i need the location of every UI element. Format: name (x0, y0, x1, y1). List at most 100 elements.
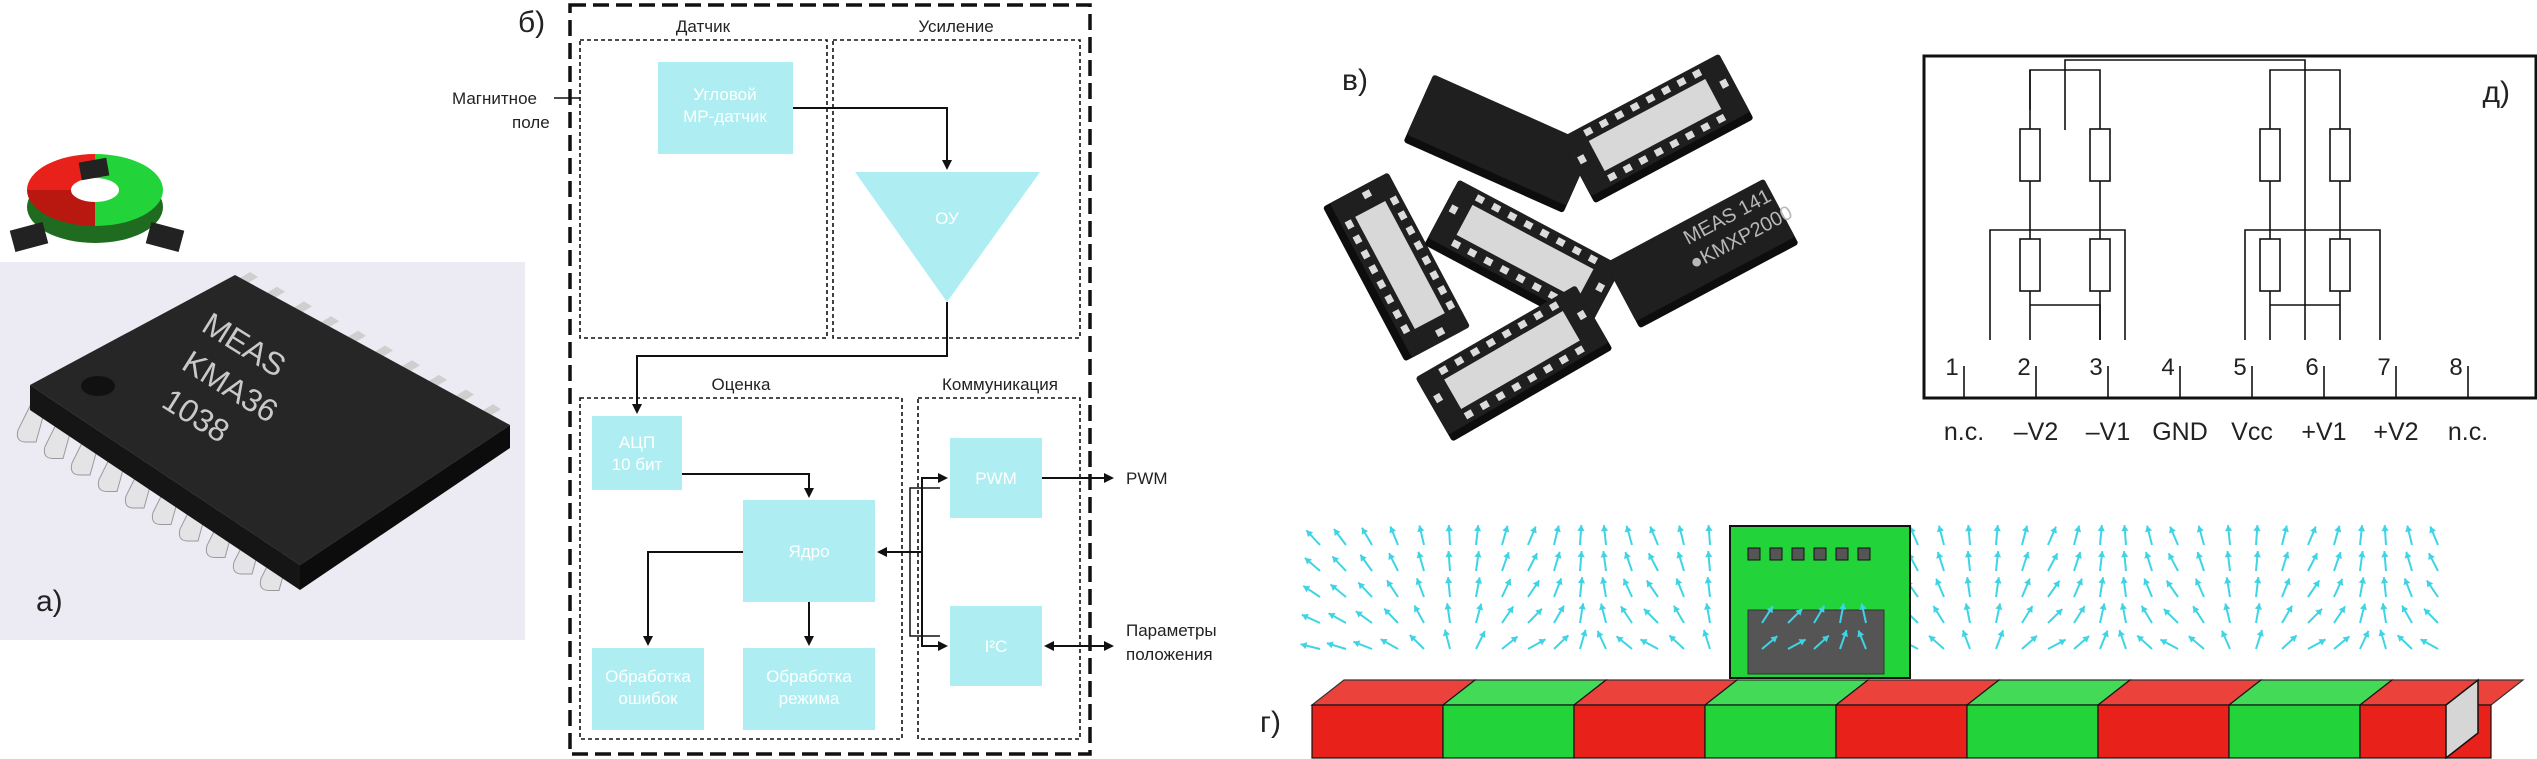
pin-number: 6 (2305, 354, 2318, 381)
err-l1: Обработка (605, 667, 691, 686)
field-arrow-head (1503, 552, 1511, 560)
field-arrow-head (1445, 551, 1453, 558)
field-arrow-head (1303, 585, 1311, 593)
chip-pad (1507, 211, 1518, 222)
chip-pad (1660, 85, 1672, 96)
chip-pin-top (429, 374, 447, 386)
field-arrow-head (1531, 553, 1538, 561)
field-arrow-head (1965, 525, 1973, 532)
pin-name: n.c. (1944, 418, 1984, 446)
field-arrow-head (1705, 525, 1713, 532)
field-arrow-head (1704, 603, 1712, 610)
field-arrow-head (1530, 526, 1537, 534)
section-amp-box (832, 39, 1081, 339)
field-arrow-head (1577, 551, 1585, 558)
field-arrow-head (1361, 527, 1369, 535)
field-arrow-head (1669, 635, 1677, 643)
field-arrow-head (2253, 525, 2261, 532)
field-arrow-head (2076, 578, 2083, 586)
panel-b: б) Магнитное поле Датчик Усиление Оценка… (440, 0, 1270, 759)
field-arrow-head (1624, 525, 1632, 533)
field-arrow-head (2050, 526, 2057, 534)
field-arrow-head (1646, 580, 1654, 588)
field-arrow-head (1561, 635, 1569, 642)
field-arrow-head (2254, 603, 2262, 610)
chip-pad (1719, 78, 1730, 89)
chip-pad (1469, 346, 1481, 357)
field-arrow-head (2289, 635, 2297, 643)
wire-bus-pwm-b (909, 487, 940, 552)
field-arrow-head (2082, 635, 2090, 643)
pin-name: –V1 (2086, 418, 2130, 446)
chip-pad (1622, 163, 1633, 174)
mode-l2: режима (779, 689, 840, 708)
adc-l1: АЦП (619, 433, 655, 452)
chip-pad (1400, 323, 1411, 335)
chip-pad (1653, 146, 1665, 157)
input-label-l2: поле (512, 113, 550, 132)
chip-pad (1397, 210, 1408, 221)
field-arrow-head (1620, 606, 1628, 614)
field-arrow-head (2426, 580, 2434, 588)
field-arrow-head (2144, 551, 2152, 559)
chip-pad (1700, 122, 1711, 133)
field-arrow-head (1964, 577, 1972, 584)
chip-pad (1368, 264, 1379, 275)
field-arrow-head (2380, 577, 2389, 584)
chip-pad (1645, 93, 1656, 104)
pin-name: GND (2152, 418, 2208, 446)
field-arrow-head (1554, 551, 1562, 559)
circuit-wire (2064, 59, 2306, 70)
field-arrow-head (2357, 525, 2366, 532)
field-arrow-head (1770, 636, 1778, 643)
field-arrow-head (1993, 525, 2001, 532)
field-arrow-head (2424, 608, 2431, 616)
field-arrow-head (1963, 603, 1971, 611)
field-arrow-head (2318, 639, 2326, 646)
field-arrow-head (2283, 578, 2291, 586)
section-eval-box (579, 397, 903, 740)
field-arrow-head (1624, 552, 1631, 559)
field-arrow-head (2195, 578, 2202, 586)
chip-body (1407, 75, 1593, 205)
field-arrow-head (1676, 551, 1684, 559)
field-arrow-head (2196, 552, 2203, 559)
opamp-text: ОУ (935, 209, 959, 228)
section-comm-box (917, 397, 1081, 740)
chip-pad (1483, 256, 1494, 267)
circuit-wire (2244, 229, 2270, 340)
board-pad (1857, 547, 1871, 561)
wire-bus-pwm (921, 473, 948, 552)
core-block (743, 500, 875, 602)
field-arrow-head (1415, 578, 1423, 586)
field-arrow-head (1994, 577, 2002, 584)
wire-sensor-opamp (793, 107, 952, 170)
field-arrow-head (1557, 605, 1565, 613)
field-arrow-head (2193, 606, 2200, 614)
section-sensor-title: Датчик (676, 17, 731, 36)
chip-pad (1384, 294, 1395, 305)
field-arrow-head (1360, 554, 1367, 562)
panel-a-graphic: MEAS KMA36 1038 (0, 154, 525, 640)
field-arrow-head (2022, 551, 2030, 559)
field-arrow-head (2058, 639, 2066, 646)
magnet-strip-graphic: г) (1260, 524, 2525, 759)
field-arrow-head (2336, 578, 2344, 586)
circuit-frame (1922, 54, 2537, 400)
field-arrow-head (1553, 525, 1561, 533)
field-arrow-head (2429, 526, 2436, 534)
chip-pad (1392, 308, 1403, 320)
adc-l2: 10 бит (612, 455, 663, 474)
pin-number: 7 (2377, 354, 2390, 381)
field-arrow-head (1596, 630, 1604, 638)
chip-pin-top (375, 345, 393, 357)
field-arrow-head (1388, 553, 1395, 561)
chip-pad (1539, 228, 1550, 239)
chips-photo: MEAS 141 ●KMXP2000 в) (1323, 54, 1798, 441)
field-arrow-head (1442, 629, 1450, 637)
chip-pad (1531, 282, 1542, 293)
wire-adc-core (682, 473, 814, 498)
magnet-pole-front (1311, 704, 1444, 759)
